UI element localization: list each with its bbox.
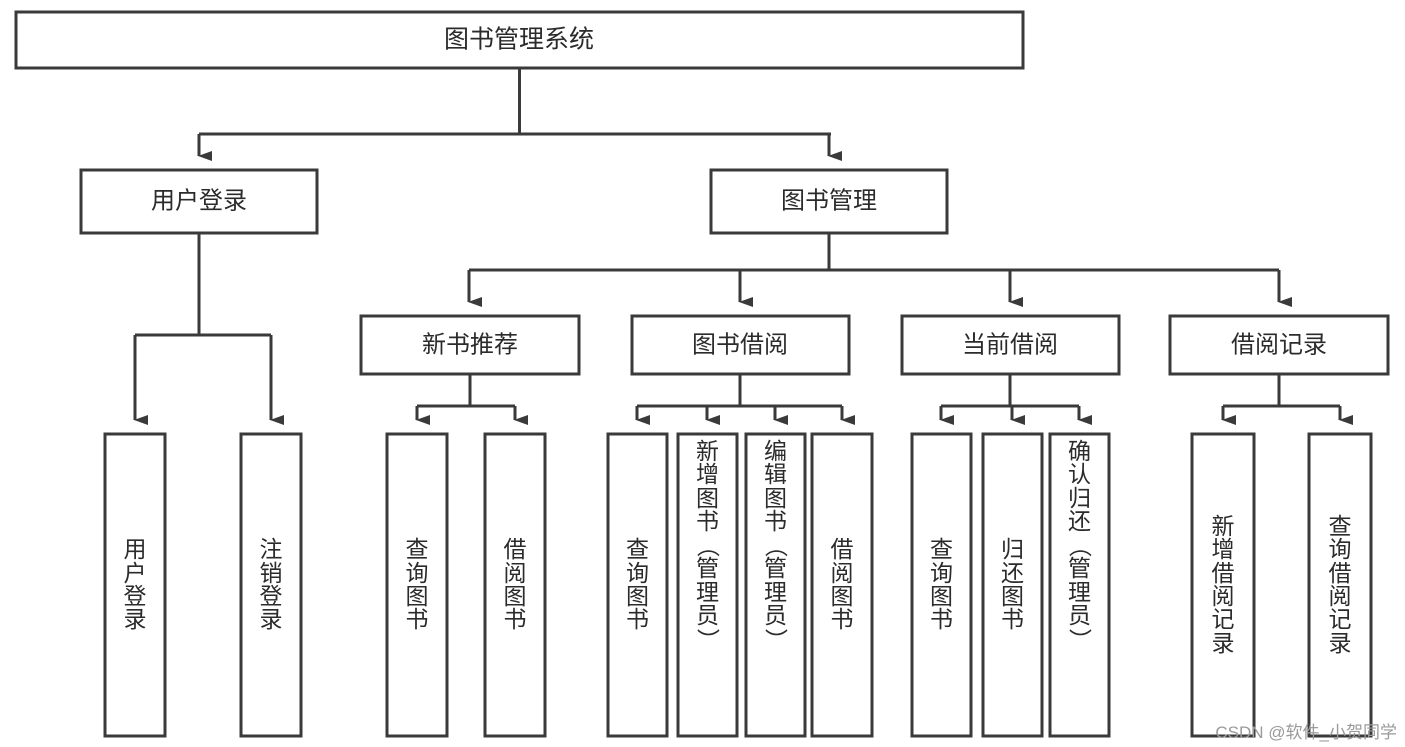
connector-group-records (1221, 374, 1353, 425)
node-book-manage-label: 图书管理 (781, 187, 877, 214)
leaf-box[interactable] (1307, 432, 1373, 738)
node-root[interactable]: 图书管理系统 (14, 10, 1025, 70)
leaf-box[interactable] (103, 432, 167, 738)
leaf-box[interactable] (606, 432, 669, 738)
node-borrow-box[interactable] (630, 314, 851, 376)
connector-group-new-books (415, 374, 528, 425)
node-new-books-label: 新书推荐 (422, 331, 518, 358)
watermark-text: CSDN @软件_小贺同学 (1215, 723, 1397, 742)
leaf-box[interactable] (1048, 432, 1111, 738)
node-current-borrow-label: 当前借阅 (962, 331, 1058, 358)
node-borrow-label: 图书借阅 (692, 331, 788, 358)
node-root-label: 图书管理系统 (444, 26, 594, 54)
leaf-box-group (103, 432, 1373, 738)
node-user-login[interactable]: 用户登录 (79, 168, 319, 235)
connector-group-current (939, 374, 1092, 425)
node-new-books[interactable]: 新书推荐 (359, 314, 581, 376)
node-current-borrow[interactable]: 当前借阅 (900, 314, 1121, 376)
node-new-books-box[interactable] (359, 314, 581, 376)
leaf-box[interactable] (239, 432, 303, 738)
leaf-box[interactable] (385, 432, 449, 738)
node-borrow-records-label: 借阅记录 (1231, 331, 1327, 358)
node-borrow-records[interactable]: 借阅记录 (1168, 314, 1390, 376)
leaf-box[interactable] (483, 432, 547, 738)
leaf-box[interactable] (744, 432, 807, 738)
node-book-manage[interactable]: 图书管理 (709, 168, 949, 235)
leaf-box[interactable] (910, 432, 973, 738)
leaf-box[interactable] (1190, 432, 1256, 738)
node-current-borrow-box[interactable] (900, 314, 1121, 376)
node-user-login-label: 用户登录 (151, 187, 247, 214)
leaf-box[interactable] (981, 432, 1044, 738)
connector-group-borrow (635, 374, 855, 425)
connector-group-user-login (133, 233, 284, 425)
node-user-login-box[interactable] (79, 168, 319, 235)
node-borrow[interactable]: 图书借阅 (630, 314, 851, 376)
connector-group-root (197, 68, 842, 161)
node-borrow-records-box[interactable] (1168, 314, 1390, 376)
connector-group-book-manage (467, 233, 1292, 307)
leaf-box[interactable] (676, 432, 739, 738)
node-root-box[interactable] (14, 10, 1025, 70)
node-book-manage-box[interactable] (709, 168, 949, 235)
leaf-box[interactable] (810, 432, 874, 738)
